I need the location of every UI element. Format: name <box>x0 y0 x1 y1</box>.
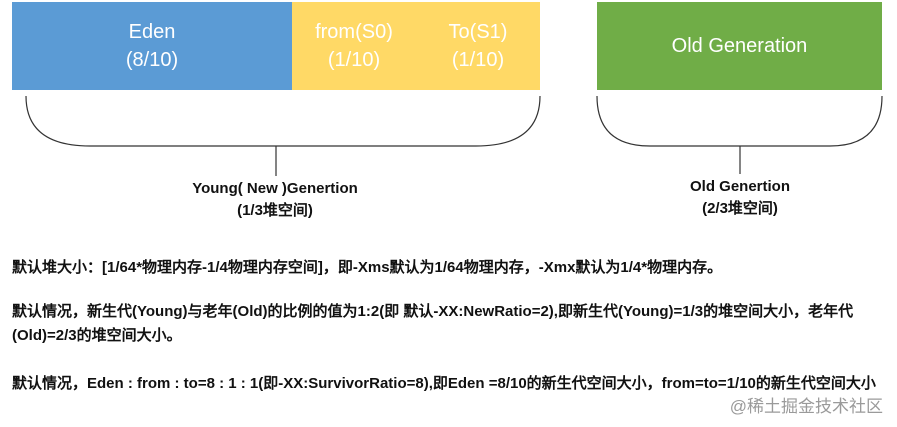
old-generation-label: Old Generation <box>671 35 808 57</box>
old-brace <box>596 95 883 147</box>
paragraph-survivor-ratio: 默认情况，Eden : from : to=8 : 1 : 1(即-XX:Sur… <box>12 375 876 392</box>
to-s1-label: To(S1) <box>448 21 508 43</box>
paragraph-heap-size: 默认堆大小：[1/64*物理内存-1/4物理内存空间]，即-Xms默认为1/64… <box>12 259 723 276</box>
young-caption-share: (1/3堆空间) <box>237 202 313 219</box>
from-s0-block: from(S0) (1/10) <box>292 2 416 90</box>
old-caption-share: (2/3堆空间) <box>702 200 778 217</box>
paragraph-new-ratio: 默认情况，新生代(Young)与老年(Old)的比例的值为1:2(即 默认-XX… <box>12 303 854 344</box>
to-s1-block: To(S1) (1/10) <box>416 2 540 90</box>
young-brace <box>25 95 541 147</box>
eden-ratio: (8/10) <box>125 49 179 71</box>
eden-block: Eden (8/10) <box>12 2 292 90</box>
from-s0-label: from(S0) <box>315 21 393 43</box>
old-caption-title: Old Genertion <box>689 178 790 195</box>
old-generation-caption: Old Genertion (2/3堆空间) <box>640 176 840 220</box>
to-s1-ratio: (1/10) <box>451 49 505 71</box>
watermark: @稀土掘金技术社区 <box>727 392 885 417</box>
old-generation-block: Old Generation <box>597 2 882 90</box>
young-generation-caption: Young( New )Genertion (1/3堆空间) <box>160 178 390 222</box>
young-caption-title: Young( New )Genertion <box>192 180 358 197</box>
from-s0-ratio: (1/10) <box>327 49 381 71</box>
eden-label: Eden <box>128 21 176 43</box>
